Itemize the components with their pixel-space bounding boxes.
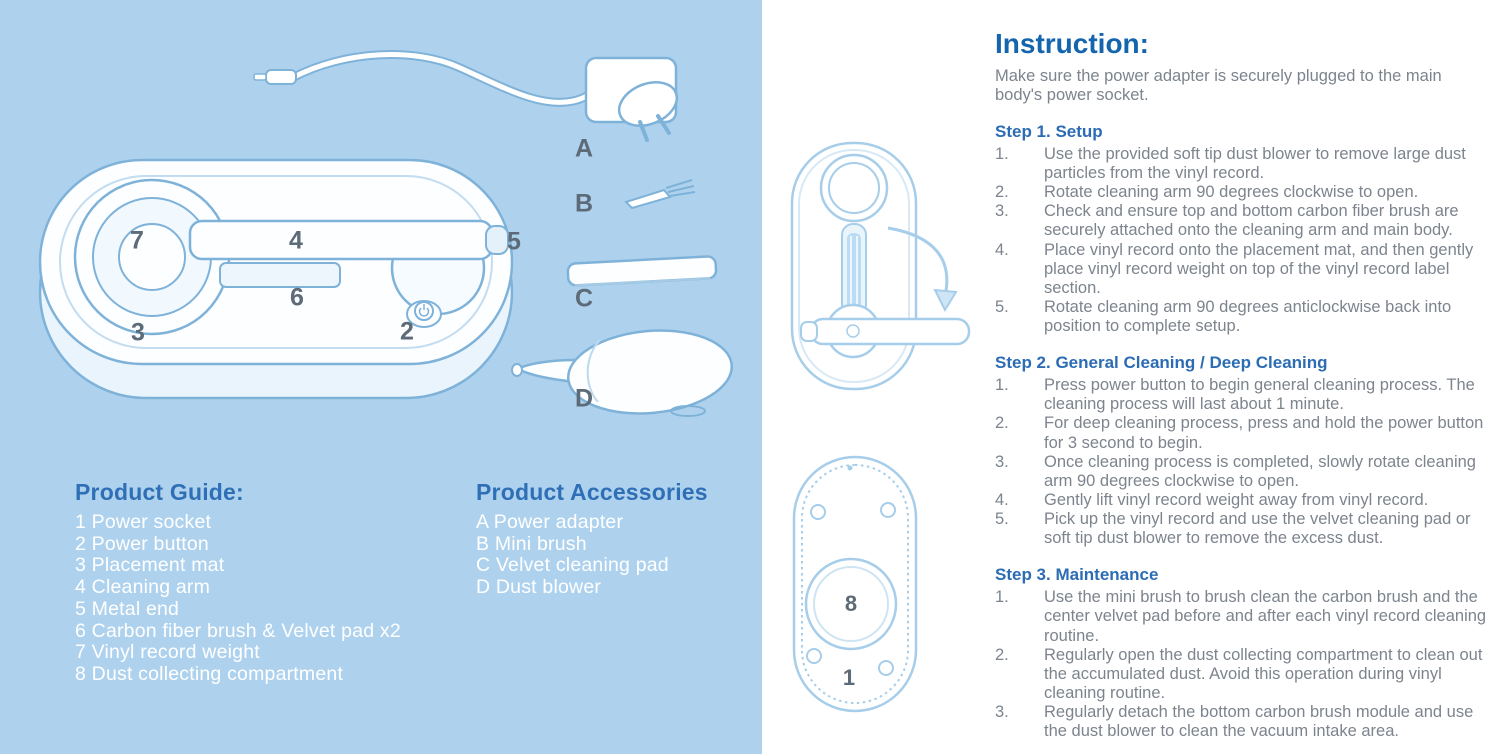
carbon-fiber-brush	[219, 262, 341, 288]
step-item: 2. For deep cleaning process, press and …	[995, 414, 1491, 452]
cleaning-arm	[188, 219, 494, 261]
diagram-label-placement-mat: 3	[131, 318, 145, 347]
step-item: 4. Gently lift vinyl record weight away …	[995, 491, 1491, 510]
product-guide-item: 2 Power button	[75, 532, 209, 555]
product-accessory-item: D Dust blower	[476, 576, 602, 599]
step-title: Step 3. Maintenance	[995, 565, 1159, 585]
step-item: 5. Rotate cleaning arm 90 degrees anticl…	[995, 298, 1491, 336]
product-guide-item: 7 Vinyl record weight	[75, 641, 260, 664]
mini-brush-illustration	[624, 179, 696, 210]
product-accessories-list: A Power adapter B Mini brush C Velvet cl…	[476, 511, 876, 599]
step-item-number: 4.	[995, 240, 1009, 259]
step-item-text: Use the provided soft tip dust blower to…	[1044, 144, 1466, 183]
product-guide-item: 6 Carbon fiber brush & Velvet pad x2	[75, 619, 401, 642]
rotation-arrow	[887, 226, 949, 297]
setup-rotation-illustration	[790, 141, 971, 391]
step-item-text: For deep cleaning process, press and hol…	[1044, 414, 1484, 452]
step-title: Step 1. Setup	[995, 121, 1103, 141]
instruction-intro: Make sure the power adapter is securely …	[995, 67, 1442, 104]
step-item-text: Rotate cleaning arm 90 degrees anticlock…	[1044, 297, 1452, 336]
step-item-number: 3.	[995, 452, 1009, 471]
diagram-label-velvet-pad: C	[574, 284, 594, 313]
step-item: 1. Use the provided soft tip dust blower…	[995, 145, 1491, 183]
product-guide-list: 1 Power socket 2 Power button 3 Placemen…	[75, 511, 475, 686]
step-item-text: Regularly open the dust collecting compa…	[1044, 645, 1483, 702]
step-item: 1. Use the mini brush to brush clean the…	[995, 588, 1491, 645]
step-item: 2. Rotate cleaning arm 90 degrees clockw…	[995, 183, 1491, 202]
instruction-panel: 8 1 Instruction: Make sure the power ada…	[762, 0, 1500, 754]
instruction-text: Instruction: Make sure the power adapter…	[995, 28, 1491, 741]
screw-hole	[878, 660, 894, 676]
step-item-number: 3.	[995, 202, 1009, 221]
step-title: Step 2. General Cleaning / Deep Cleaning	[995, 353, 1328, 373]
dust-compartment-cover	[804, 557, 898, 651]
product-overview-panel: 7 4 5 6 3 2 A B C D Product Guide: 1 Pow…	[0, 0, 762, 754]
product-guide-item: 1 Power socket	[75, 511, 212, 533]
step-item: 2. Regularly open the dust collecting co…	[995, 646, 1491, 703]
velvet-pad-illustration	[566, 255, 718, 287]
diagram-label-dust-compartment: 8	[844, 591, 858, 616]
step-item-number: 2.	[995, 414, 1009, 433]
step-item: 3. Once cleaning process is completed, s…	[995, 453, 1491, 491]
diagram-label-power-adapter: A	[574, 134, 594, 163]
screw-hole	[810, 504, 826, 520]
step-item-number: 4.	[995, 490, 1009, 509]
diagram-label-cleaning-arm: 4	[289, 226, 303, 255]
diagram-label-mini-brush: B	[574, 189, 594, 218]
product-guide-item: 5 Metal end	[75, 597, 180, 620]
step-item-text: Rotate cleaning arm 90 degrees clockwise…	[1044, 183, 1419, 202]
step-2-cleaning: Step 2. General Cleaning / Deep Cleaning…	[995, 353, 1491, 548]
step-item-text: Once cleaning process is completed, slow…	[1044, 452, 1476, 490]
step-item-text: Gently lift vinyl record weight away fro…	[1044, 490, 1429, 509]
diagram-label-carbon-brush: 6	[290, 283, 304, 312]
power-adapter-illustration	[253, 50, 679, 142]
step-item: 4. Place vinyl record onto the placement…	[995, 241, 1491, 298]
diagram-label-power-socket: 1	[842, 665, 856, 690]
product-accessories: Product Accessories A Power adapter B Mi…	[476, 479, 876, 599]
step-item-number: 3.	[995, 703, 1009, 722]
power-icon	[418, 307, 430, 317]
step-item: 5. Pick up the vinyl record and use the …	[995, 510, 1491, 548]
diagram-label-power-button: 2	[400, 317, 414, 346]
diagram-label-dust-blower: D	[574, 384, 594, 413]
step-item-text: Check and ensure top and bottom carbon f…	[1044, 202, 1459, 240]
step-item-text: Regularly detach the bottom carbon brush…	[1044, 703, 1474, 741]
power-button	[414, 301, 434, 321]
diagram-label-metal-end: 5	[507, 227, 521, 256]
product-accessory-item: A Power adapter	[476, 511, 624, 533]
product-guide: Product Guide: 1 Power socket 2 Power bu…	[75, 479, 475, 686]
product-accessory-item: B Mini brush	[476, 532, 587, 555]
product-illustrations	[38, 50, 734, 417]
instruction-title: Instruction:	[995, 28, 1149, 59]
product-accessories-title: Product Accessories	[476, 479, 708, 505]
product-guide-title: Product Guide:	[75, 479, 244, 505]
product-guide-item: 8 Dust collecting compartment	[75, 662, 344, 685]
step-item-number: 5.	[995, 297, 1009, 316]
step-1-setup: Step 1. Setup 1. Use the provided soft t…	[995, 122, 1491, 336]
step-item-text: Use the mini brush to brush clean the ca…	[1044, 588, 1487, 645]
step-item-number: 2.	[995, 645, 1009, 664]
product-guide-item: 3 Placement mat	[75, 554, 225, 577]
step-item-text: Pick up the vinyl record and use the vel…	[1044, 510, 1471, 548]
screw-hole	[880, 502, 896, 518]
diagram-label-vinyl-record-weight: 7	[130, 226, 144, 255]
step-item: 1. Press power button to begin general c…	[995, 376, 1491, 414]
step-item-text: Place vinyl record onto the placement ma…	[1044, 240, 1474, 297]
step-item: 3. Regularly detach the bottom carbon br…	[995, 703, 1491, 741]
step-item-number: 1.	[995, 144, 1009, 163]
bottom-view-illustration	[792, 455, 918, 713]
product-guide-item: 4 Cleaning arm	[75, 576, 211, 599]
step-3-maintenance: Step 3. Maintenance 1. Use the mini brus…	[995, 565, 1491, 741]
main-device-illustration	[38, 158, 514, 400]
step-item-number: 2.	[995, 183, 1009, 202]
dust-blower-illustration	[511, 329, 734, 417]
screw-hole	[806, 648, 822, 664]
metal-end	[485, 225, 509, 255]
step-item-number: 5.	[995, 510, 1009, 529]
step-item: 3. Check and ensure top and bottom carbo…	[995, 202, 1491, 240]
product-accessory-item: C Velvet cleaning pad	[476, 554, 669, 577]
step-item-text: Press power button to begin general clea…	[1044, 376, 1475, 414]
step-item-number: 1.	[995, 588, 1009, 607]
step-item-number: 1.	[995, 376, 1009, 395]
